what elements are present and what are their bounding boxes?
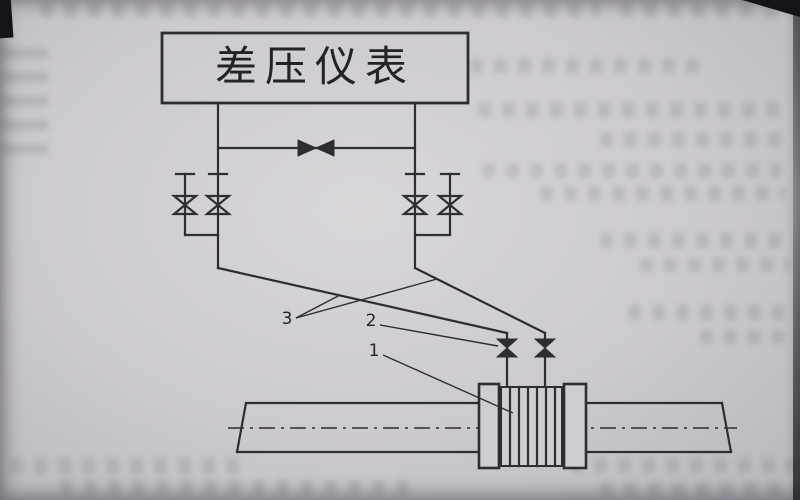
valve-icon — [495, 338, 519, 349]
part-label-2: 2 — [366, 311, 377, 331]
equalizing-valve — [216, 139, 417, 157]
part-label-1: 1 — [369, 341, 380, 361]
bleedthrough-text — [600, 482, 795, 496]
isolation-valve-group-left — [170, 172, 233, 237]
part-label-3: 3 — [282, 309, 293, 329]
bleedthrough-text — [700, 330, 790, 344]
bleedthrough-text — [640, 258, 790, 272]
impulse-line-left — [216, 101, 509, 335]
valve-icon — [533, 338, 557, 349]
instrument-label: 差压仪表 — [215, 42, 415, 91]
bleedthrough-text — [470, 58, 700, 73]
tap-valve-right — [533, 331, 557, 392]
bleedthrough-text — [40, 2, 600, 18]
instrument-box: 差压仪表 — [160, 31, 470, 105]
valve-icon — [170, 194, 200, 216]
isolation-valve-group-right — [400, 172, 465, 237]
bleedthrough-text — [600, 132, 785, 147]
bleedthrough-text — [620, 2, 790, 18]
bleedthrough-text — [60, 480, 420, 495]
bleedthrough-text — [600, 233, 788, 248]
bleedthrough-text — [478, 102, 783, 118]
flange-right — [562, 382, 588, 470]
valve-icon — [435, 194, 465, 216]
flange-left — [477, 382, 501, 470]
bleedthrough-text — [482, 163, 782, 178]
bleedthrough-text — [540, 186, 785, 201]
impulse-line-right — [413, 101, 547, 335]
photo-edge-right — [793, 0, 800, 500]
orifice-assembly — [477, 382, 588, 470]
bleedthrough-text — [628, 305, 788, 320]
bleedthrough-text — [570, 458, 795, 473]
bleedthrough-text — [0, 45, 48, 155]
valve-icon — [203, 194, 233, 216]
leader-lines — [295, 278, 514, 414]
tap-valve-left — [495, 331, 519, 392]
bleedthrough-text — [10, 458, 240, 474]
valve-icon — [400, 194, 430, 216]
